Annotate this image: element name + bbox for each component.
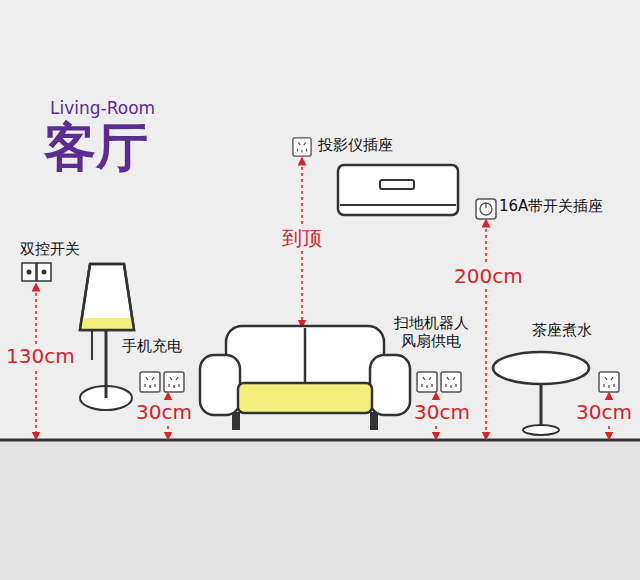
floor-line xyxy=(0,439,640,442)
subtitle: Living-Room xyxy=(50,98,155,118)
socket-icon xyxy=(417,372,437,392)
socket-label: 双控开关 xyxy=(20,240,80,258)
socket-label: 手机充电 xyxy=(122,337,182,355)
socket-icon xyxy=(441,372,461,392)
sofa xyxy=(200,326,410,430)
socket-icon xyxy=(599,372,619,392)
air-conditioner xyxy=(338,165,458,215)
dimension-label: 30cm xyxy=(574,400,634,424)
dimension-label: 200cm xyxy=(452,264,525,288)
dimension-label: 到顶 xyxy=(280,226,324,250)
socket-icon xyxy=(140,372,160,392)
dimension-label: 130cm xyxy=(4,344,77,368)
title: 客厅 xyxy=(44,116,148,178)
floor-area xyxy=(0,440,640,580)
dimension-line xyxy=(485,223,487,436)
dimension-label: 30cm xyxy=(412,400,472,424)
socket-icon xyxy=(293,138,311,156)
socket-label: 投影仪插座 xyxy=(318,136,393,154)
socket-label: 扫地机器人 风扇供电 xyxy=(388,314,474,350)
double-switch-icon xyxy=(22,263,51,281)
socket-label: 16A带开关插座 xyxy=(499,197,603,215)
socket-label: 茶座煮水 xyxy=(532,321,592,339)
switch-socket-icon xyxy=(476,199,496,219)
socket-icon xyxy=(164,372,184,392)
dimension-label: 30cm xyxy=(134,400,194,424)
